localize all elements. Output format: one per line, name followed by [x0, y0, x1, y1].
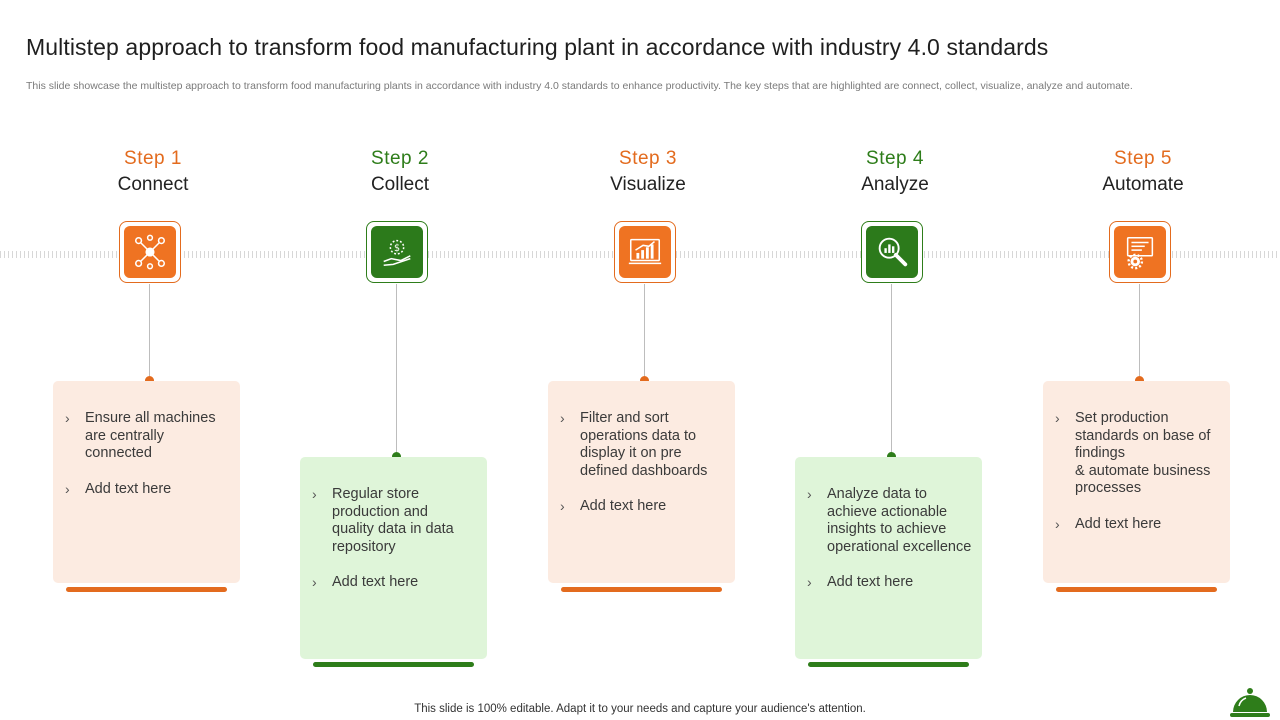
step-dot	[392, 452, 401, 461]
step-name: Analyze	[861, 174, 929, 195]
step-number: Step 1	[124, 148, 182, 169]
chart-board-icon	[628, 238, 662, 265]
slide-footer: This slide is 100% editable. Adapt it to…	[414, 703, 866, 715]
step-3: Step 3 Visualize ›Filter and sort operat…	[524, 0, 772, 720]
magnifier-chart-icon	[878, 237, 908, 267]
step-5: Step 5 Automate ›Set production standard…	[1019, 0, 1267, 720]
step-connector	[644, 284, 645, 376]
card-bullet: ›Filter and sort operations data to disp…	[560, 410, 708, 479]
step-dot	[887, 452, 896, 461]
step-number: Step 3	[619, 148, 677, 169]
card-bullet: ›Add text here	[560, 498, 667, 514]
card-bullet: ›Ensure all machines are centrally conne…	[65, 410, 216, 461]
step-icon-frame	[614, 221, 676, 283]
step-card: ›Set production standards on base of fin…	[1043, 381, 1230, 583]
step-name: Visualize	[610, 174, 686, 195]
step-card: ›Regular store production and quality da…	[300, 457, 487, 659]
step-card: ›Analyze data to achieve actionable insi…	[795, 457, 982, 659]
card-underline	[66, 587, 227, 592]
step-connector	[396, 284, 397, 452]
card-bullet: ›Add text here	[807, 574, 914, 590]
hand-money-icon: $	[383, 239, 411, 267]
card-bullet: ›Add text here	[1055, 515, 1162, 532]
card-underline	[561, 587, 722, 592]
card-bullet: ›Set production standards on base of fin…	[1055, 410, 1211, 496]
step-name: Connect	[117, 174, 189, 195]
step-icon-frame	[119, 221, 181, 283]
step-connector	[891, 284, 892, 452]
step-dot	[145, 376, 154, 385]
card-underline	[808, 662, 969, 667]
step-number: Step 2	[371, 148, 429, 169]
screen-gear-icon	[1126, 236, 1154, 270]
slide-title: Multistep approach to transform food man…	[26, 34, 1049, 60]
card-bullet: ›Regular store production and quality da…	[312, 486, 454, 555]
svg-text:$: $	[394, 243, 400, 254]
network-people-icon	[134, 234, 166, 270]
step-connector	[149, 284, 150, 376]
step-name: Automate	[1102, 174, 1184, 195]
step-icon-frame: $	[366, 221, 428, 283]
step-number: Step 4	[866, 148, 924, 169]
step-number: Step 5	[1114, 148, 1172, 169]
step-dot	[640, 376, 649, 385]
step-dot	[1135, 376, 1144, 385]
step-2: Step 2 Collect $ ›Regular store producti…	[276, 0, 524, 720]
step-1: Step 1 Connect ›Ensure all machines are …	[29, 0, 277, 720]
step-4: Step 4 Analyze ›Analyze data to achieve …	[771, 0, 1019, 720]
slide-subtitle: This slide showcase the multistep approa…	[26, 80, 1133, 92]
card-bullet: ›Add text here	[312, 574, 419, 590]
step-card: ›Ensure all machines are centrally conne…	[53, 381, 240, 583]
step-icon-frame	[861, 221, 923, 283]
step-icon-frame	[1109, 221, 1171, 283]
card-bullet: ›Add text here	[65, 480, 172, 497]
card-underline	[1056, 587, 1217, 592]
step-card: ›Filter and sort operations data to disp…	[548, 381, 735, 583]
card-underline	[313, 662, 474, 667]
cloche-icon	[1230, 688, 1270, 717]
step-name: Collect	[370, 174, 430, 195]
step-connector	[1139, 284, 1140, 376]
card-bullet: ›Analyze data to achieve actionable insi…	[807, 486, 972, 555]
